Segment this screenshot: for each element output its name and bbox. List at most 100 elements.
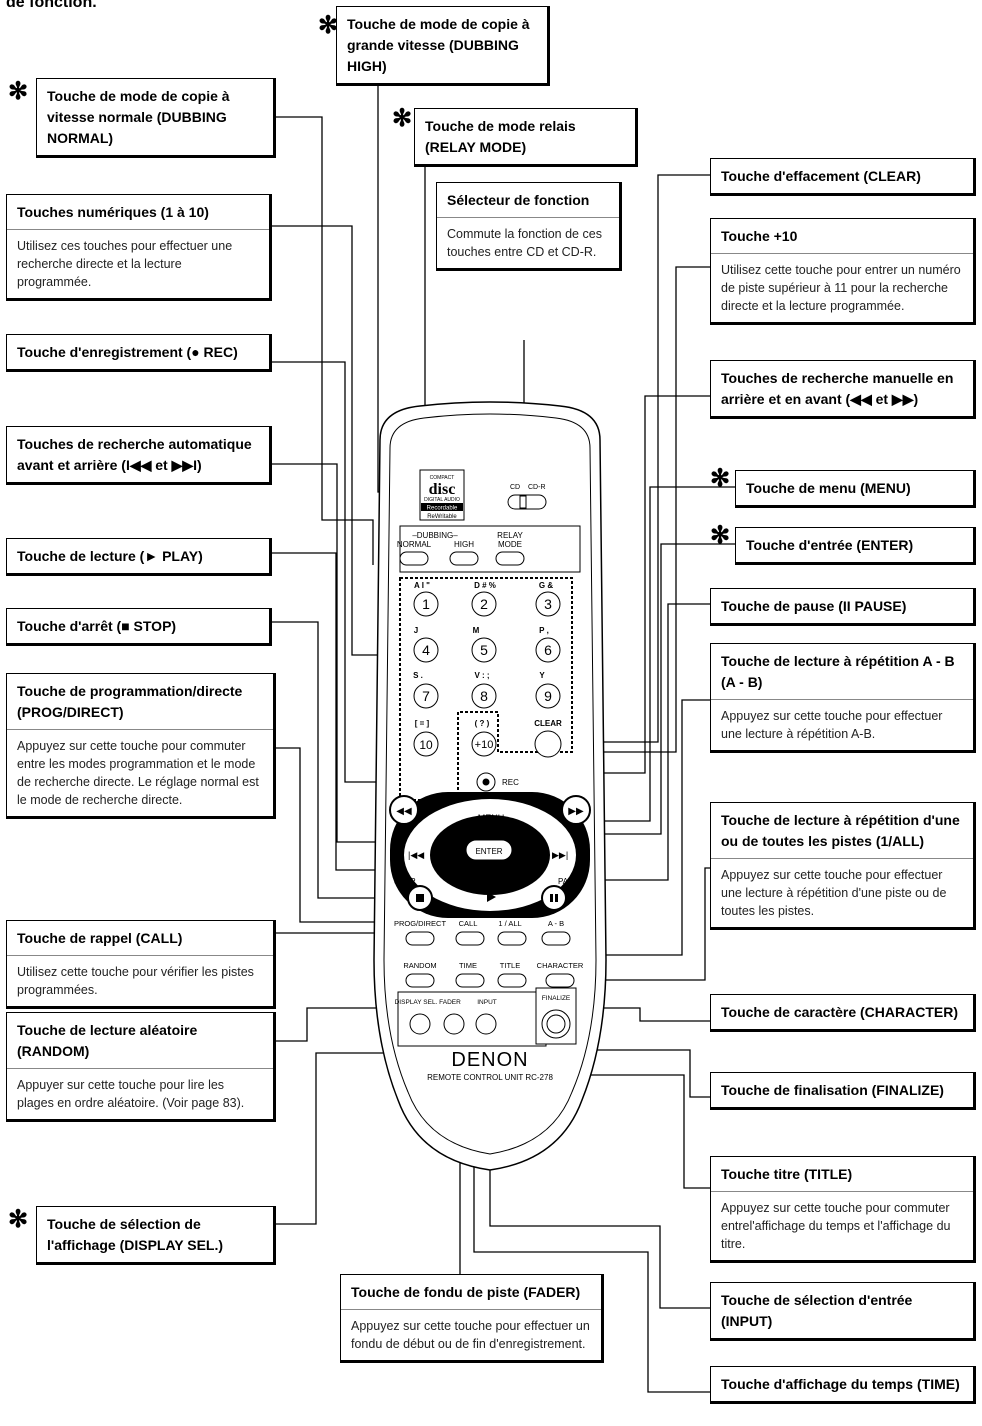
svg-text:J: J (414, 626, 418, 635)
callout-play: Touche de lecture (► PLAY) (6, 538, 272, 576)
svg-text:TIME: TIME (459, 961, 477, 970)
clear-button[interactable] (534, 730, 562, 758)
callout-title: Touche titre (TITLE) Appuyez sur cette t… (710, 1156, 976, 1263)
note-star: ✻ (8, 78, 29, 105)
key-7-button[interactable] (413, 683, 439, 709)
svg-text:A - B: A - B (548, 919, 564, 928)
call-button[interactable] (455, 931, 485, 946)
fast-forward-button[interactable] (561, 795, 591, 825)
menu-button[interactable]: MENU (478, 813, 505, 823)
callout-stop: Touche d'arrêt (■ STOP) (6, 608, 272, 646)
svg-text:INPUT: INPUT (477, 999, 497, 1006)
svg-text:CALL: CALL (459, 919, 478, 928)
svg-text:◀◀: ◀◀ (396, 806, 412, 817)
one-all-button[interactable] (497, 931, 527, 946)
key-1-button[interactable] (413, 591, 439, 617)
note-star: ✻ (710, 522, 731, 549)
svg-text:CLEAR: CLEAR (534, 719, 562, 728)
svg-text:CHARACTER: CHARACTER (537, 961, 584, 970)
svg-text:[ = ]: [ = ] (415, 719, 430, 728)
cd-cdr-switch[interactable] (507, 494, 547, 510)
svg-text:CD-R: CD-R (528, 484, 546, 491)
svg-text:|◀◀: |◀◀ (408, 850, 424, 860)
svg-text:10: 10 (419, 738, 433, 752)
svg-text:PROG/DIRECT: PROG/DIRECT (394, 919, 447, 928)
callout-clear: Touche d'effacement (CLEAR) (710, 158, 976, 196)
prog-direct-button[interactable] (405, 931, 435, 946)
title-button[interactable] (497, 973, 527, 988)
dubbing-normal-button[interactable] (399, 551, 429, 566)
callout-ab: Touche de lecture à répétition A - B (A … (710, 643, 976, 753)
numeric-keypad: A I " 1 D # % 2 G & 3 J 4 M 5 P , 6 S . … (413, 581, 562, 758)
svg-text:RELAY: RELAY (497, 531, 523, 540)
key-9-button[interactable] (535, 683, 561, 709)
key-6-button[interactable] (535, 637, 561, 663)
svg-text:ReWritable: ReWritable (427, 514, 457, 520)
callout-random: Touche de lecture aléatoire (RANDOM) App… (6, 1012, 276, 1122)
input-button[interactable] (475, 1013, 497, 1035)
svg-text:DISPLAY SEL.: DISPLAY SEL. (395, 999, 438, 1006)
svg-text:▶▶: ▶▶ (568, 806, 584, 817)
play-button[interactable]: PLAY (480, 878, 502, 888)
key-2-button[interactable] (471, 591, 497, 617)
key-4-button[interactable] (413, 637, 439, 663)
svg-text:D # %: D # % (474, 581, 496, 590)
callout-numeric-keys: Touches numériques (1 à 10) Utilisez ces… (6, 194, 272, 301)
svg-text:COMPACT: COMPACT (430, 475, 455, 481)
note-star: ✻ (710, 465, 731, 492)
svg-text:2: 2 (480, 596, 488, 612)
svg-text:A I ": A I " (414, 581, 430, 590)
key-plus10-button[interactable] (471, 731, 497, 757)
callout-prog-direct: Touche de programmation/directe (PROG/DI… (6, 673, 276, 819)
callout-repeat: Touche de lecture à répétition d'une ou … (710, 802, 976, 930)
svg-text:9: 9 (544, 688, 552, 704)
relay-mode-button[interactable] (495, 551, 525, 566)
transport-pad: ENTER MENU PLAY |◀◀ ▶▶| ◀◀ ▶▶ (389, 792, 591, 918)
key-5-button[interactable] (471, 637, 497, 663)
callout-display-sel: Touche de sélection de l'affichage (DISP… (36, 1206, 276, 1265)
svg-text:DIGITAL AUDIO: DIGITAL AUDIO (424, 497, 460, 503)
callout-manual-search: Touches de recherche manuelle en arrière… (710, 360, 976, 419)
svg-text:M: M (473, 626, 480, 635)
callout-call: Touche de rappel (CALL) Utilisez cette t… (6, 920, 276, 1009)
key-10-button[interactable] (413, 731, 439, 757)
key-3-button[interactable] (535, 591, 561, 617)
fader-button[interactable] (443, 1013, 465, 1035)
svg-text:1: 1 (422, 596, 430, 612)
svg-text:PAUSE: PAUSE (558, 877, 585, 886)
callout-menu: Touche de menu (MENU) (735, 470, 976, 508)
rewind-button[interactable] (389, 795, 419, 825)
svg-text:P ,: P , (539, 626, 549, 635)
callout-time: Touche d'affichage du temps (TIME) (710, 1366, 976, 1404)
dubbing-high-button[interactable] (449, 551, 479, 566)
display-sel-button[interactable] (409, 1013, 431, 1035)
key-8-button[interactable] (471, 683, 497, 709)
character-button[interactable] (545, 973, 575, 988)
svg-text:FADER: FADER (439, 999, 461, 1006)
callout-input: Touche de sélection d'entrée (INPUT) (710, 1282, 976, 1341)
svg-text:Y: Y (539, 671, 545, 680)
svg-text:3: 3 (544, 596, 552, 612)
svg-text:7: 7 (422, 688, 430, 704)
note-star: ✻ (318, 12, 339, 39)
svg-text:5: 5 (480, 642, 488, 658)
svg-text:TITLE: TITLE (500, 961, 520, 970)
svg-text:8: 8 (480, 688, 488, 704)
callout-dubbing-high: Touche de mode de copie à grande vitesse… (336, 6, 550, 86)
random-button[interactable] (405, 973, 435, 988)
svg-text:Recordable: Recordable (427, 506, 458, 512)
ab-button[interactable] (541, 931, 571, 946)
time-button[interactable] (455, 973, 485, 988)
callout-rec: Touche d'enregistrement (● REC) (6, 334, 272, 372)
enter-button[interactable] (465, 839, 513, 861)
svg-text:4: 4 (422, 642, 430, 658)
model-label: REMOTE CONTROL UNIT RC-278 (427, 1073, 553, 1082)
callout-dubbing-normal: Touche de mode de copie à vitesse normal… (36, 78, 276, 158)
svg-text:S .: S . (413, 671, 423, 680)
callout-plus10: Touche +10 Utilisez cette touche pour en… (710, 218, 976, 325)
note-star: ✻ (392, 105, 413, 132)
page-title: de fonction. (6, 0, 97, 11)
callout-fader: Touche de fondu de piste (FADER) Appuyez… (340, 1274, 604, 1363)
pause-button[interactable] (541, 885, 567, 911)
compact-disc-logo: COMPACT disc DIGITAL AUDIO Recordable Re… (419, 469, 465, 521)
